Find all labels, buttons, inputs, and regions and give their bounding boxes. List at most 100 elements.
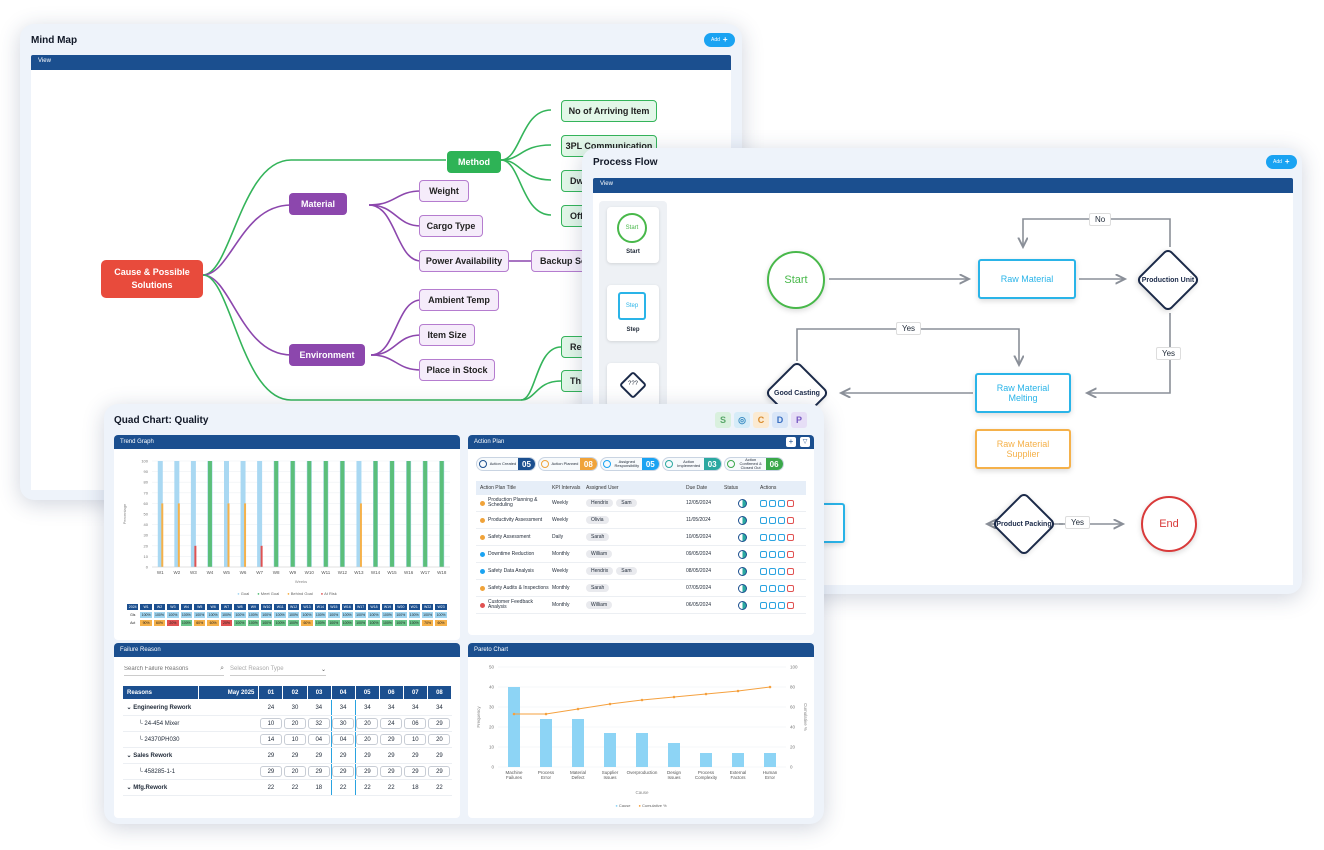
process-flow-view-bar[interactable]: View	[593, 178, 1293, 193]
add-action-icon[interactable]: +	[786, 437, 796, 447]
delete-icon[interactable]	[787, 533, 794, 541]
copy-icon[interactable]	[778, 499, 785, 507]
copy-icon[interactable]	[778, 533, 785, 541]
edit-icon[interactable]	[760, 516, 767, 524]
material-item-0[interactable]: Weight	[419, 180, 469, 202]
failure-value-input[interactable]: 10	[404, 734, 427, 745]
edit-icon[interactable]	[760, 601, 767, 609]
user-chip[interactable]: Sarah	[586, 584, 610, 592]
globe-icon[interactable]: ◎	[734, 412, 750, 428]
view-icon[interactable]	[769, 533, 776, 541]
copy-icon[interactable]	[778, 550, 785, 558]
failure-value-input[interactable]: 14	[259, 734, 282, 745]
palette-decision[interactable]: ???	[607, 363, 659, 407]
environment-item-1[interactable]: Item Size	[419, 324, 475, 346]
flow-end-node[interactable]: End	[1141, 496, 1197, 552]
palette-start[interactable]: Start Start	[607, 207, 659, 263]
delete-icon[interactable]	[787, 601, 794, 609]
failure-value-input[interactable]: 20	[356, 718, 379, 729]
flow-raw-material-node[interactable]: Raw Material	[978, 259, 1076, 299]
failure-value-input[interactable]: 29	[428, 766, 451, 777]
material-node[interactable]: Material	[289, 193, 347, 215]
p-icon[interactable]: P	[791, 412, 807, 428]
process-flow-add-button[interactable]: Add+	[1266, 155, 1297, 169]
failure-value-input[interactable]: 29	[307, 766, 330, 777]
view-icon[interactable]	[769, 499, 776, 507]
delete-icon[interactable]	[787, 584, 794, 592]
failure-value-input[interactable]: 04	[332, 734, 355, 745]
flow-supplier-node[interactable]: Raw Material Supplier	[975, 429, 1071, 469]
view-icon[interactable]	[769, 550, 776, 558]
failure-value-input[interactable]: 04	[307, 734, 330, 745]
method-node[interactable]: Method	[447, 151, 501, 173]
failure-value-input[interactable]: 24	[380, 718, 403, 729]
failure-value-input[interactable]: 29	[259, 766, 282, 777]
copy-icon[interactable]	[778, 601, 785, 609]
material-item-1[interactable]: Cargo Type	[419, 215, 483, 237]
edit-icon[interactable]	[760, 499, 767, 507]
environment-item-2[interactable]: Place in Stock	[419, 359, 495, 381]
mind-map-root-node[interactable]: Cause & Possible Solutions	[101, 260, 203, 298]
user-chip[interactable]: Olivia	[586, 516, 609, 524]
failure-value-input[interactable]: 10	[283, 734, 306, 745]
user-chip[interactable]: Hendrix	[586, 499, 614, 507]
failure-value-input[interactable]: 20	[283, 718, 306, 729]
mind-map-view-bar[interactable]: View	[31, 55, 731, 70]
delete-icon[interactable]	[787, 499, 794, 507]
edit-icon[interactable]	[760, 567, 767, 575]
flow-start-node[interactable]: Start	[767, 251, 825, 309]
environment-item-0[interactable]: Ambient Temp	[419, 289, 499, 311]
user-chip[interactable]: William	[586, 550, 613, 558]
c-icon[interactable]: C	[753, 412, 769, 428]
failure-value-input[interactable]: 29	[404, 766, 427, 777]
failure-value-input[interactable]: 32	[307, 718, 330, 729]
failure-value-input[interactable]: 29	[380, 766, 403, 777]
user-chip[interactable]: Sarah	[586, 533, 610, 541]
failure-value-input[interactable]: 20	[356, 734, 379, 745]
delete-icon[interactable]	[787, 516, 794, 524]
failure-value-input[interactable]: 06	[404, 718, 427, 729]
copy-icon[interactable]	[778, 584, 785, 592]
search-icon[interactable]: ⌕	[220, 665, 224, 672]
delete-icon[interactable]	[787, 550, 794, 558]
copy-icon[interactable]	[778, 516, 785, 524]
user-chip[interactable]: Sam	[616, 499, 637, 507]
failure-type-select[interactable]: Select Reason Type ⌄	[230, 663, 326, 676]
view-icon[interactable]	[769, 601, 776, 609]
failure-value-input[interactable]: 10	[259, 718, 282, 729]
copy-icon[interactable]	[778, 567, 785, 575]
view-icon[interactable]	[769, 584, 776, 592]
failure-value-input[interactable]: 20	[428, 734, 451, 745]
failure-value-input[interactable]: 29	[428, 718, 451, 729]
failure-value-input[interactable]: 29	[356, 766, 379, 777]
method-item-0[interactable]: No of Arriving Item	[561, 100, 657, 122]
edit-icon[interactable]	[760, 584, 767, 592]
d-icon[interactable]: D	[772, 412, 788, 428]
failure-value-input[interactable]: 20	[283, 766, 306, 777]
filter-icon[interactable]: ▽	[800, 437, 810, 447]
failure-value-input[interactable]: 29	[380, 734, 403, 745]
edit-icon[interactable]	[760, 550, 767, 558]
failure-search-input[interactable]	[124, 666, 208, 672]
failure-value-input[interactable]: 30	[332, 718, 355, 729]
user-chip[interactable]: Sam	[616, 567, 637, 575]
view-icon[interactable]	[769, 567, 776, 575]
mind-map-add-button[interactable]: Add+	[704, 33, 735, 47]
palette-step[interactable]: Step Step	[607, 285, 659, 341]
